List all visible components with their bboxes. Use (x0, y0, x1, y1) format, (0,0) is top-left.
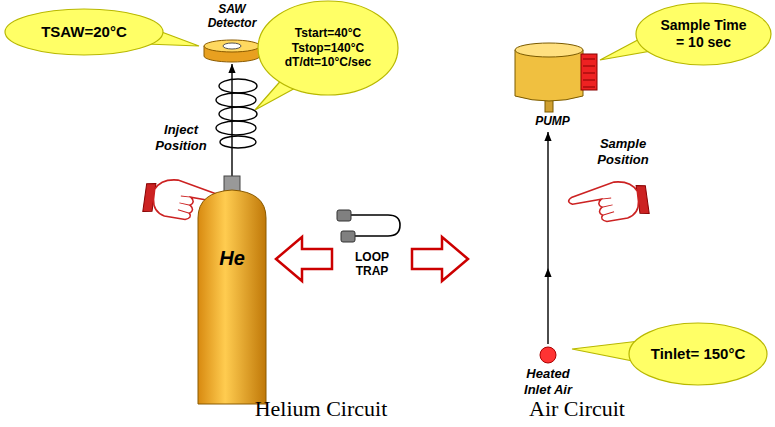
text-holder: Tinlet= 150°C (651, 345, 746, 363)
transfer-arrow (276, 237, 332, 281)
text-holder: PUMP (535, 114, 570, 128)
node-text: Sample Time = 10 sec (656, 17, 752, 51)
temperature-callout: TSAW=20°C (4, 8, 164, 56)
callout-bubble (636, 3, 771, 65)
part-label: LOOP TRAP (343, 250, 401, 279)
node-text: TSAW=20°C (41, 23, 127, 41)
callout-bubble (5, 9, 163, 55)
sample-time-callout: Sample Time = 10 sec (635, 2, 772, 66)
pointing-hand (567, 176, 651, 229)
callout-bubble (258, 1, 398, 95)
text-holder: TSAW=20°C (41, 23, 127, 41)
circuit-title: Helium Circuit (236, 396, 406, 422)
position-label: Inject Position (148, 122, 214, 153)
column-coil (216, 79, 257, 148)
position-label: Sample Position (588, 136, 658, 167)
transfer-arrow (412, 237, 468, 281)
sample-pump: PUMP (505, 40, 600, 132)
node-text: Heated Inlet Air (522, 366, 574, 397)
gas-cylinder-body (198, 176, 266, 404)
temperature-program-callout: Tstart=40°C Tstop=140°C dT/dt=10°C/sec (257, 0, 399, 96)
saw-detector: SAW Detector (196, 2, 268, 64)
inlet-temperature-callout: Tinlet= 150°C (628, 322, 768, 386)
helium-cylinder-outline (196, 176, 268, 406)
callout-bubble (629, 323, 767, 385)
pump-body (515, 43, 597, 112)
text-holder: He (219, 246, 245, 270)
text-holder: Heated Inlet Air (522, 366, 574, 397)
node-text: SAW Detector (200, 2, 264, 31)
loop-trap-icon (337, 210, 400, 242)
node-text: PUMP (535, 114, 570, 128)
gas-line (547, 132, 548, 344)
text-holder: Tstart=40°C Tstop=140°C dT/dt=10°C/sec (278, 26, 378, 69)
text-holder: Sample Time = 10 sec (656, 17, 752, 51)
text-holder: SAW Detector (200, 2, 264, 31)
node-text: He (219, 246, 245, 270)
node-text: Tstart=40°C Tstop=140°C dT/dt=10°C/sec (278, 26, 378, 69)
helium-cylinder: He (196, 176, 268, 406)
circuit-title: Air Circuit (512, 396, 642, 422)
saw-detector-body (204, 40, 260, 62)
node-text: Tinlet= 150°C (651, 345, 746, 363)
inlet-dot (540, 347, 556, 363)
